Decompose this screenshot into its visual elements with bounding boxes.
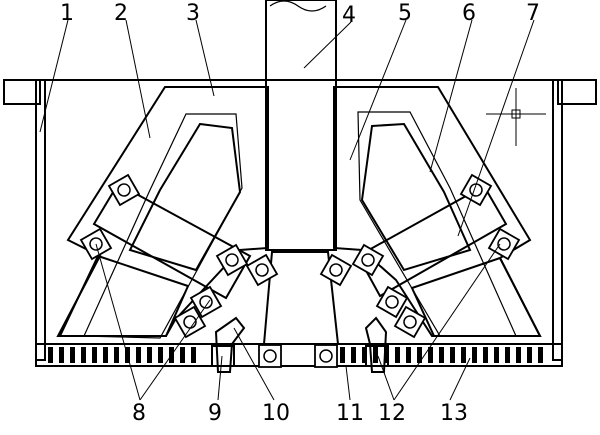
right-rotor: [333, 86, 542, 337]
bottom-plate: [35, 343, 563, 367]
bearing: [319, 253, 353, 287]
vent-slot: [362, 347, 367, 363]
bearings: [79, 173, 521, 368]
bearing: [459, 173, 493, 207]
left-rotor-lower-core: [58, 254, 190, 337]
vent-slot: [538, 347, 543, 363]
central-shaft: [262, 0, 340, 345]
label-6: 6: [462, 1, 476, 26]
bearing: [215, 243, 249, 277]
bearing: [351, 243, 385, 277]
vent-slot: [114, 347, 119, 363]
vent-slot: [158, 347, 163, 363]
vent-slot: [406, 347, 411, 363]
label-13: 13: [440, 401, 468, 426]
left-clamp-foot: [211, 345, 235, 367]
vent-slot: [439, 347, 444, 363]
vent-slot: [136, 347, 141, 363]
shaft-break-line: [269, 0, 327, 12]
label-10: 10: [262, 401, 290, 426]
vent-slot: [59, 347, 64, 363]
vent-slot: [92, 347, 97, 363]
vent-slot: [351, 347, 356, 363]
crosshair-mark: [486, 88, 546, 146]
vent-slot: [48, 347, 53, 363]
bearing: [314, 344, 338, 368]
vent-slot: [516, 347, 521, 363]
vent-slot: [340, 347, 345, 363]
vent-slot: [494, 347, 499, 363]
left-rotor: [56, 86, 269, 339]
left-flange: [3, 79, 41, 105]
right-flange: [557, 79, 597, 105]
label-1: 1: [60, 1, 74, 26]
vent-slot: [505, 347, 510, 363]
vent-slot: [373, 347, 378, 363]
label-9: 9: [208, 401, 222, 426]
right-rotor-lower-core: [410, 256, 542, 337]
clamps: [211, 316, 389, 373]
vent-slot: [472, 347, 477, 363]
right-arm-bar: [356, 184, 508, 298]
vent-slot: [461, 347, 466, 363]
label-8: 8: [132, 401, 146, 426]
vent-slot: [417, 347, 422, 363]
bearing: [258, 344, 282, 368]
shaft-hub: [262, 251, 340, 345]
right-rotor-core: [360, 122, 472, 272]
right-wall: [552, 79, 563, 361]
bearing: [107, 173, 141, 207]
bearing: [487, 227, 521, 261]
vent-slot: [180, 347, 185, 363]
vent-slot: [103, 347, 108, 363]
label-2: 2: [114, 1, 128, 26]
bearing: [245, 253, 279, 287]
vent-slot: [527, 347, 532, 363]
left-rotor-core: [128, 122, 242, 272]
vent-slots: [48, 347, 543, 363]
leader-lines: [39, 19, 535, 401]
left-rotor-window: [83, 113, 243, 339]
vent-slot: [147, 347, 152, 363]
label-12: 12: [378, 401, 406, 426]
bearing: [189, 285, 223, 319]
label-5: 5: [398, 1, 412, 26]
label-11: 11: [336, 401, 364, 426]
part-labels: 1 2 3 4 5 6 7 8 9 10 11 12 13: [60, 1, 540, 426]
label-4: 4: [342, 3, 356, 28]
left-clamp: [214, 316, 246, 373]
right-clamp-foot: [365, 345, 389, 367]
vent-slot: [428, 347, 433, 363]
bearing: [393, 305, 427, 339]
bearing: [173, 305, 207, 339]
left-wall: [35, 79, 46, 361]
label-3: 3: [186, 1, 200, 26]
vent-slot: [483, 347, 488, 363]
vent-slot: [384, 347, 389, 363]
bearing: [375, 285, 409, 319]
housing: [3, 79, 597, 361]
vent-slot: [81, 347, 86, 363]
left-arm-bar: [92, 182, 252, 300]
vent-slot: [70, 347, 75, 363]
vent-slot: [395, 347, 400, 363]
right-clamp: [364, 316, 388, 373]
label-7: 7: [526, 1, 540, 26]
vent-slot: [191, 347, 196, 363]
vent-slot: [450, 347, 455, 363]
